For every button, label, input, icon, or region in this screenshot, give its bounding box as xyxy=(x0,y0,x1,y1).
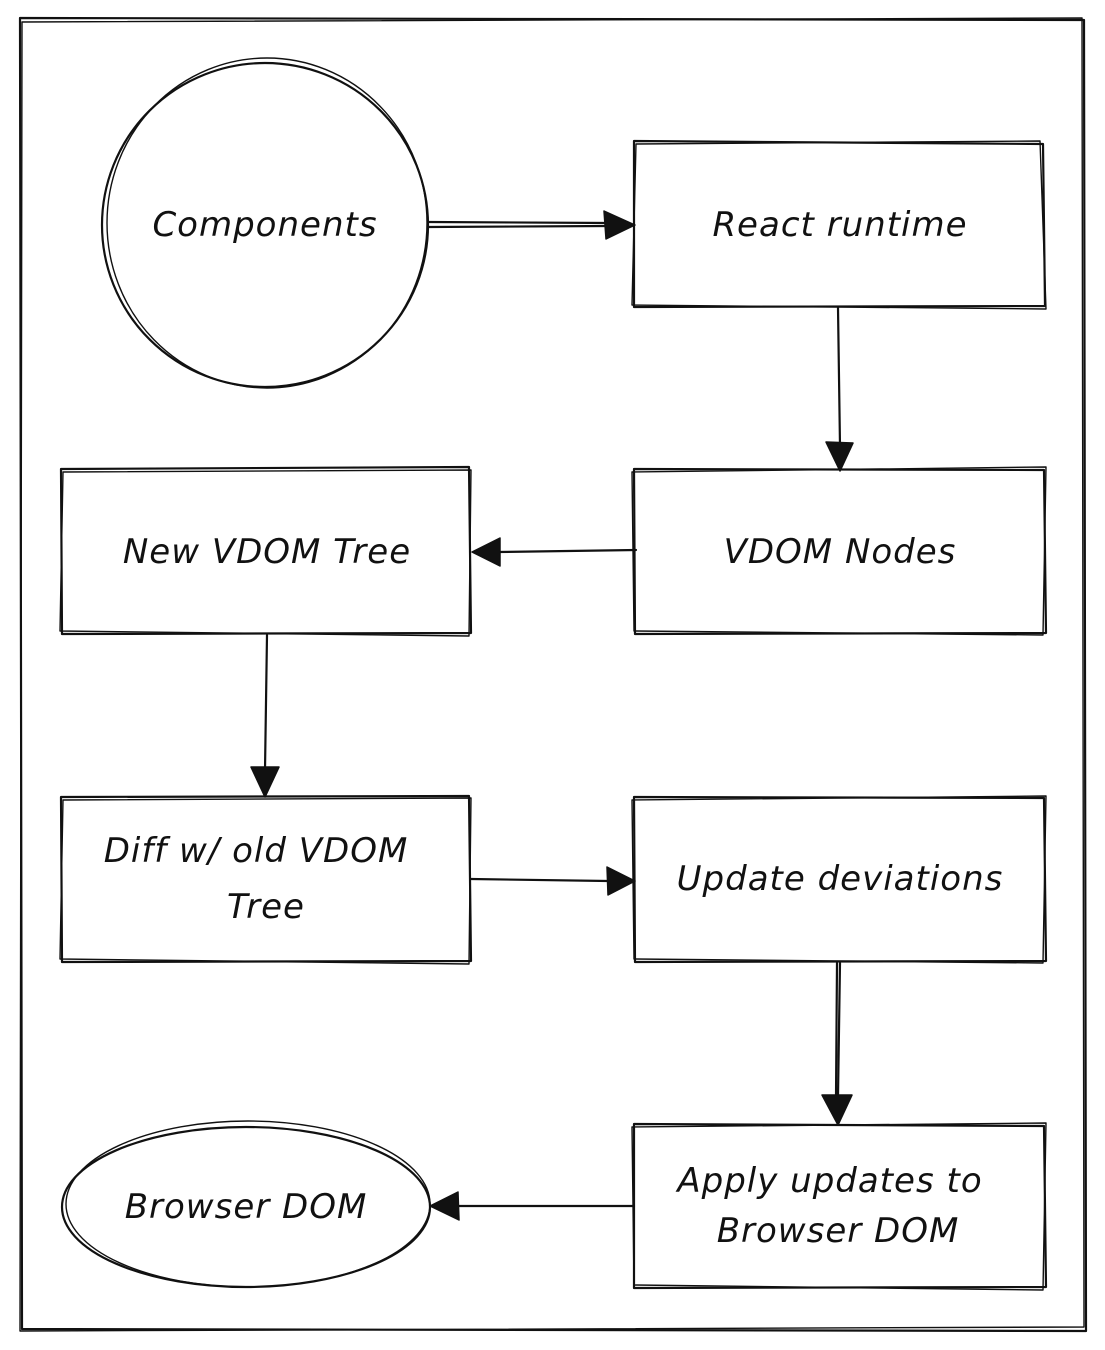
arrowhead-icon xyxy=(825,441,854,472)
edge-vdom-nodes-to-new-vdom-tree xyxy=(471,537,638,567)
node-react-runtime: React runtime xyxy=(631,139,1047,310)
outer-frame xyxy=(18,16,1088,1333)
node-diff-label-line2: Tree xyxy=(227,887,305,927)
edge-new-vdom-tree-to-diff xyxy=(250,633,280,798)
node-new-vdom-tree: New VDOM Tree xyxy=(59,465,473,637)
node-components-label: Components xyxy=(152,205,377,245)
edge-update-deviations-to-apply xyxy=(821,961,853,1126)
arrowhead-icon xyxy=(429,1191,460,1221)
node-diff-old-vdom-tree: Diff w/ old VDOM Tree xyxy=(59,794,473,965)
arrowhead-icon xyxy=(603,210,636,240)
node-browser-dom: Browser DOM xyxy=(60,1120,432,1289)
edge-diff-to-update-deviations xyxy=(469,866,636,896)
node-apply-label-line1: Apply updates to xyxy=(675,1161,982,1201)
node-apply-updates: Apply updates to Browser DOM xyxy=(631,1122,1048,1291)
node-components: Components xyxy=(100,57,430,389)
edge-components-to-react-runtime xyxy=(427,210,636,240)
node-update-deviations-label: Update deviations xyxy=(677,859,1004,899)
node-browser-dom-label: Browser DOM xyxy=(125,1187,368,1227)
node-react-runtime-label: React runtime xyxy=(712,205,967,245)
edge-apply-to-browser-dom xyxy=(429,1191,636,1221)
node-update-deviations: Update deviations xyxy=(631,795,1048,964)
edge-react-runtime-to-vdom-nodes xyxy=(825,306,854,472)
arrowhead-icon xyxy=(606,866,636,896)
node-diff-label-line1: Diff w/ old VDOM xyxy=(104,831,409,871)
arrowhead-icon xyxy=(821,1094,853,1126)
node-vdom-nodes-label: VDOM Nodes xyxy=(724,532,957,572)
arrowhead-icon xyxy=(250,766,280,798)
arrowhead-icon xyxy=(471,537,501,567)
node-vdom-nodes: VDOM Nodes xyxy=(631,466,1048,636)
node-new-vdom-tree-label: New VDOM Tree xyxy=(123,532,411,572)
node-apply-label-line2: Browser DOM xyxy=(717,1211,960,1251)
